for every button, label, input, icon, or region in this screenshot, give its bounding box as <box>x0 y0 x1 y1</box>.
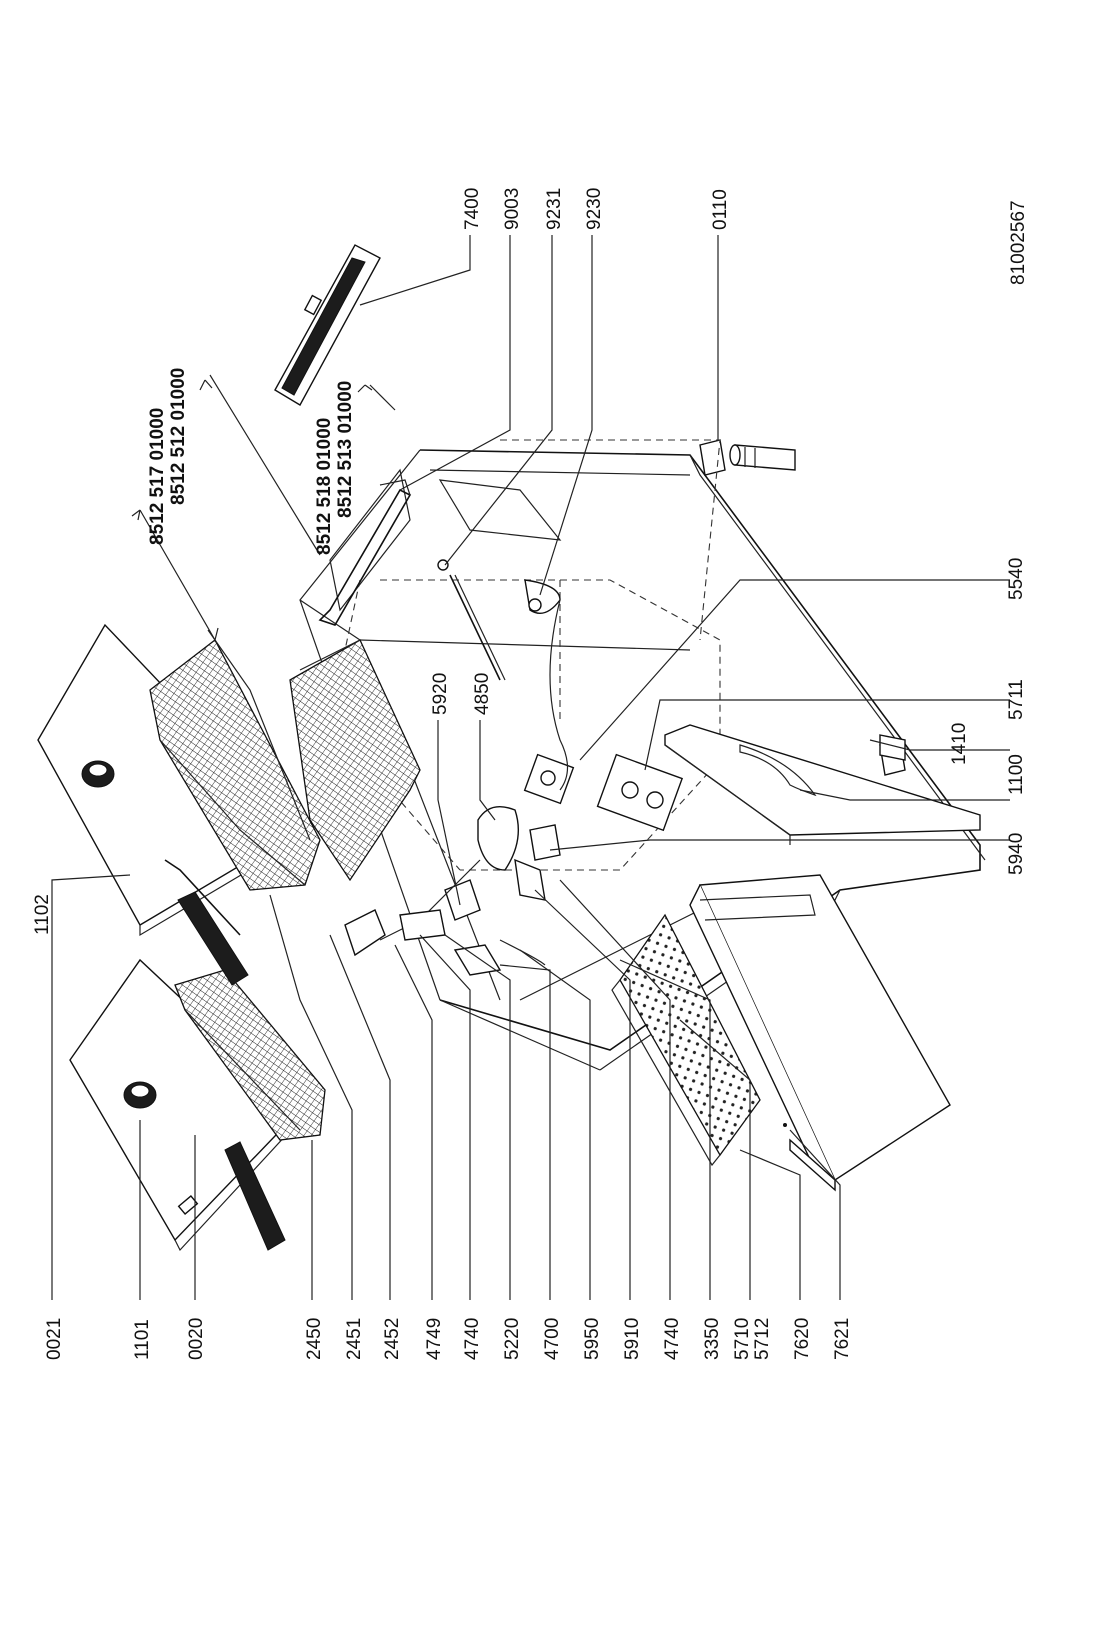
label-5940: 5940 <box>1006 833 1027 875</box>
label-4749: 4749 <box>424 1318 445 1360</box>
basket-large <box>149 639 321 936</box>
gas-valve-lower <box>596 753 684 832</box>
label-0110: 0110 <box>710 189 731 230</box>
label-4850: 4850 <box>472 673 493 715</box>
basket-small-upper <box>289 639 421 882</box>
drawing-number: 81002567 <box>1008 200 1029 285</box>
label-5950: 5950 <box>582 1318 603 1360</box>
support-bar-7400 <box>274 244 381 406</box>
label-7621: 7621 <box>832 1318 853 1360</box>
label-2451: 2451 <box>344 1318 365 1360</box>
label-2452: 2452 <box>382 1318 403 1360</box>
side-labels: 1102 <box>32 894 53 935</box>
thermostat-bulb <box>379 806 520 941</box>
label-5711: 5711 <box>1006 679 1027 720</box>
right-labels: 5540 5711 1410 1100 5940 <box>949 558 1027 875</box>
interior-labels: 5920 4850 <box>430 673 493 715</box>
basket-code-left-1: 8512 517 01000 <box>147 408 168 545</box>
basket-code-right-2: 8512 513 01000 <box>335 381 356 518</box>
grease-drawer <box>689 874 951 1192</box>
label-5910: 5910 <box>622 1318 643 1360</box>
fitting-0110 <box>729 444 796 471</box>
basket-code-left-2: 8512 512 01000 <box>168 368 189 505</box>
burner-fittings <box>344 824 561 976</box>
label-9230: 9230 <box>584 188 605 230</box>
label-9231: 9231 <box>544 188 565 230</box>
label-5920: 5920 <box>430 673 451 715</box>
label-0021: 0021 <box>44 1318 65 1360</box>
label-1100: 1100 <box>1006 754 1027 795</box>
drawing-number-text: 81002567 <box>1008 200 1029 285</box>
gas-valve-upper <box>523 753 575 805</box>
leader-lines <box>51 235 1010 1300</box>
label-1101: 1101 <box>132 1319 153 1360</box>
code-arrows <box>131 379 373 641</box>
internal-outline <box>329 439 721 871</box>
basket-code-labels: 8512 517 01000 8512 512 01000 8512 518 0… <box>147 368 356 555</box>
label-1410: 1410 <box>949 723 970 765</box>
bottom-labels: 0021 1101 0020 2450 2451 2452 4749 4740 … <box>44 1318 853 1360</box>
label-2450: 2450 <box>304 1318 325 1360</box>
label-7620: 7620 <box>792 1318 813 1360</box>
label-5220: 5220 <box>502 1318 523 1360</box>
label-1102: 1102 <box>32 894 53 935</box>
basket-code-right-1: 8512 518 01000 <box>314 418 335 555</box>
label-0020: 0020 <box>186 1318 207 1360</box>
label-9003: 9003 <box>502 188 523 230</box>
label-4740-b: 4740 <box>662 1318 683 1360</box>
label-5710: 5710 <box>732 1318 753 1360</box>
burner-rods <box>318 479 506 681</box>
label-7400: 7400 <box>462 188 483 230</box>
label-5712: 5712 <box>752 1318 773 1360</box>
label-4740-a: 4740 <box>462 1318 483 1360</box>
basket-handles <box>177 891 286 1251</box>
front-panel <box>664 724 981 845</box>
label-3350: 3350 <box>702 1318 723 1360</box>
label-4700: 4700 <box>542 1318 563 1360</box>
top-labels: 7400 9003 9231 9230 0110 <box>462 188 731 230</box>
label-5540: 5540 <box>1006 558 1027 600</box>
